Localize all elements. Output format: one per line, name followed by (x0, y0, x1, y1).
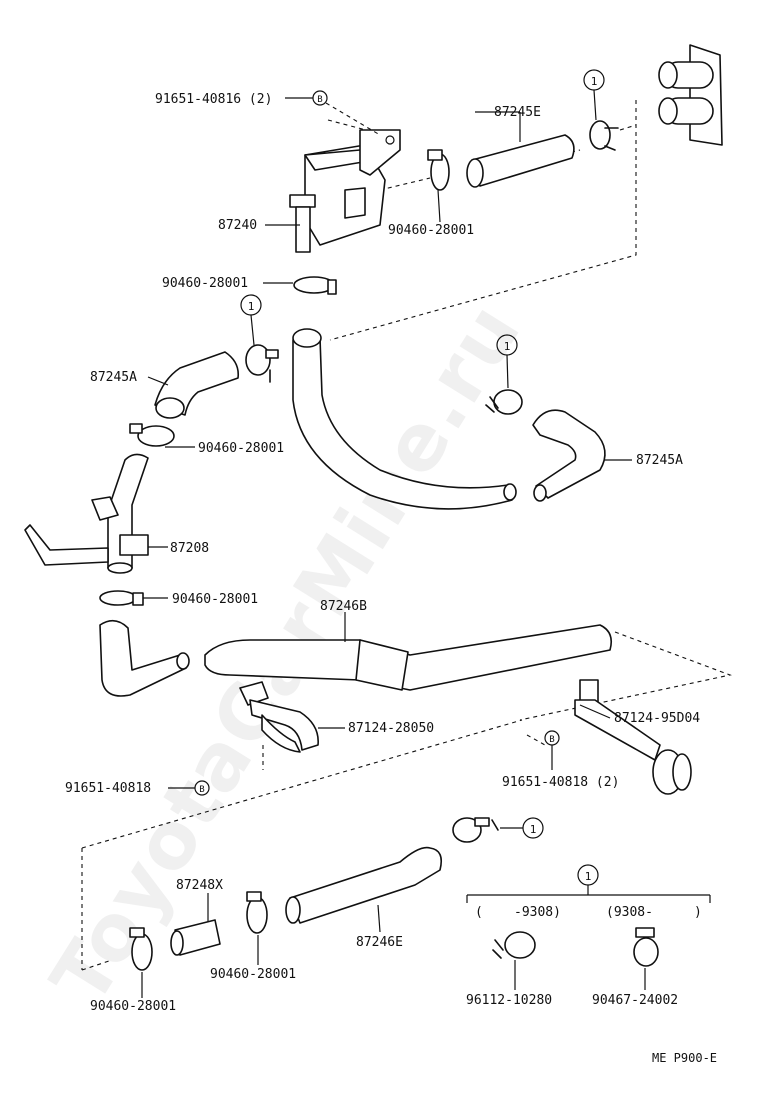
callout-number: 1 (504, 340, 511, 353)
hose-87246E (285, 846, 443, 924)
hose-clamp (427, 149, 450, 191)
hose-clamp (245, 344, 279, 383)
label-91651-40818: 91651-40818 (65, 781, 151, 796)
bolt-marker: B (168, 780, 210, 796)
hose-clamp (99, 590, 144, 606)
label-87124-28050: 87124-28050 (348, 721, 434, 736)
legend-after-label: (9308- (606, 905, 653, 920)
bolt-marker-letter: B (199, 785, 204, 795)
callout-number: 1 (591, 75, 598, 88)
bolt-marker-letter: B (549, 735, 554, 745)
water-pipe-87208 (24, 453, 149, 574)
label-87248X: 87248X (176, 878, 223, 893)
legend-bracket (466, 885, 711, 903)
legend-before-label: -9308) (514, 905, 561, 920)
label-91651-40816-2: 91651-40816 (2) (155, 92, 272, 107)
hose-clamp (246, 891, 268, 934)
label-87246B: 87246B (320, 599, 367, 614)
callout-marker: 1 (583, 69, 605, 121)
callout-marker: 1 (500, 817, 544, 839)
label-90460-28001: 90460-28001 (198, 441, 284, 456)
clamp-90467-24002 (633, 927, 659, 967)
hose-clamp (129, 927, 153, 971)
bracket-87124-95D04 (574, 679, 692, 795)
bracket-87124-28050 (239, 681, 319, 753)
leader-lines (141, 111, 646, 998)
hose-clamp (485, 389, 523, 415)
legend-open-paren: ( (475, 905, 483, 920)
callout-marker: 1 (577, 864, 599, 886)
callout-number: 1 (248, 300, 255, 313)
long-u-hose (292, 328, 517, 510)
label-87245A: 87245A (636, 453, 683, 468)
hose-clamp (293, 276, 337, 295)
part-labels: 91651-40816 (2) 87245E 87240 90460-28001… (65, 92, 717, 1065)
label-87246E: 87246E (356, 935, 403, 950)
hose-clamp (589, 120, 619, 151)
label-90467-24002: 90467-24002 (592, 993, 678, 1008)
hose-87245A-left (154, 351, 240, 419)
bolt-marker: B (285, 90, 381, 136)
hose-87245E (466, 134, 575, 188)
hose-clamp (129, 423, 175, 447)
hose-87248X (170, 919, 221, 956)
hose-87246B (99, 619, 613, 697)
label-87240: 87240 (218, 218, 257, 233)
hose-87245A-right (532, 409, 606, 502)
label-87208: 87208 (170, 541, 209, 556)
diagram-code: ME P900-E (652, 1051, 717, 1065)
label-96112-10280: 96112-10280 (466, 993, 552, 1008)
callout-number: 1 (585, 870, 592, 883)
label-87245E: 87245E (494, 105, 541, 120)
callout-marker: 1 (240, 294, 262, 346)
bolt-marker-letter: B (317, 95, 322, 105)
water-valve-87240 (289, 129, 401, 253)
label-87124-95D04: 87124-95D04 (614, 711, 700, 726)
clamp-96112-10280 (492, 931, 536, 959)
heater-core-pipes (658, 44, 723, 146)
bolt-marker: B (544, 730, 560, 770)
label-90460-28001: 90460-28001 (388, 223, 474, 238)
label-91651-40818-2: 91651-40818 (2) (502, 775, 619, 790)
label-87245A: 87245A (90, 370, 137, 385)
label-90460-28001: 90460-28001 (172, 592, 258, 607)
label-90460-28001: 90460-28001 (162, 276, 248, 291)
callout-marker: 1 (496, 334, 518, 389)
label-90460-28001: 90460-28001 (210, 967, 296, 982)
hose-clamp (452, 817, 499, 843)
callout-number: 1 (530, 823, 537, 836)
legend-close-paren: ) (694, 905, 702, 920)
label-90460-28001: 90460-28001 (90, 999, 176, 1014)
